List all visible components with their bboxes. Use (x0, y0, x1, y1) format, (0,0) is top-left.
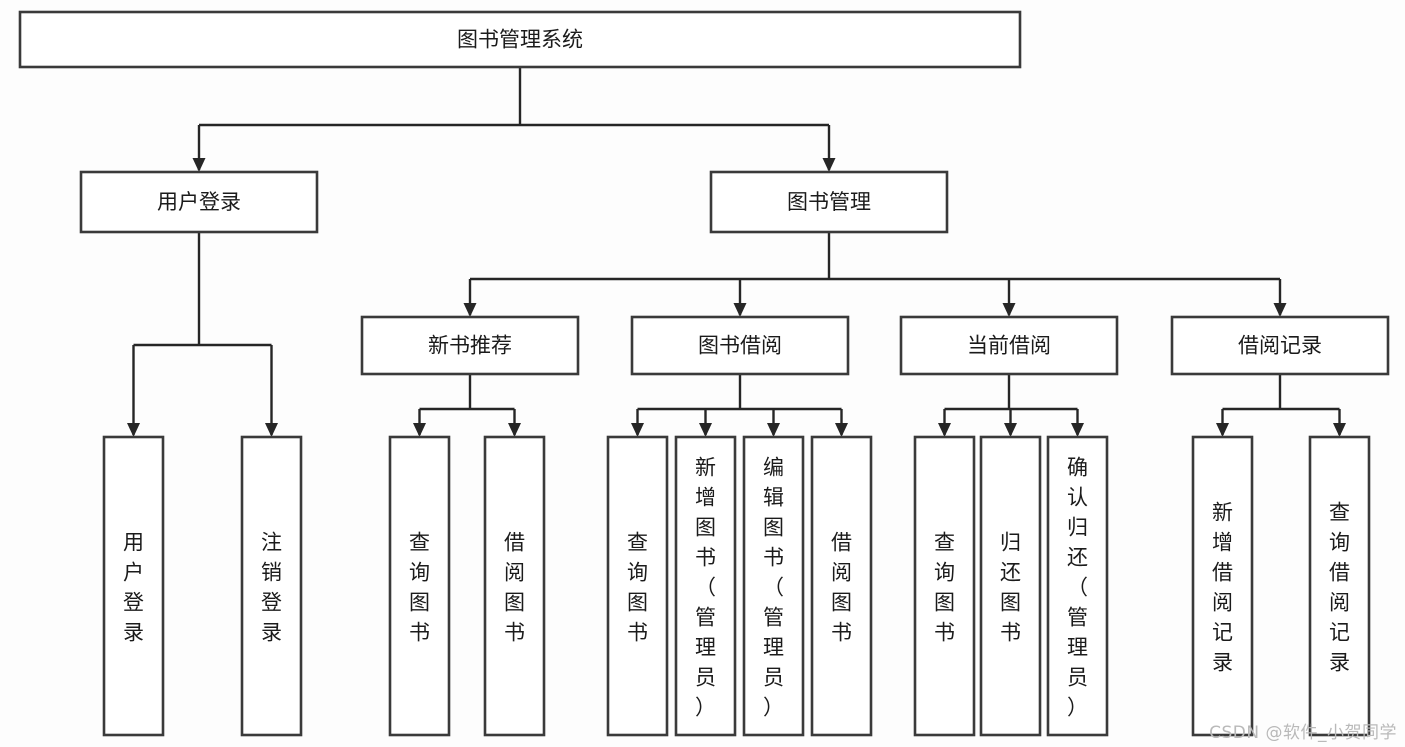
connector-layer (127, 67, 1346, 437)
arrow-head-icon (631, 423, 644, 437)
arrow-head-icon (1333, 423, 1346, 437)
node-box-root (18, 10, 1022, 69)
node-leaf-query-book-3[interactable]: 查询图书 (913, 435, 976, 737)
node-label-leaf-query-book-1: 查询图书 (409, 530, 430, 644)
node-layer: 图书管理系统用户登录图书管理新书推荐图书借阅当前借阅借阅记录用户登录注销登录查询… (18, 10, 1390, 737)
node-box-leaf-query-book-3 (913, 435, 976, 737)
edge-group-borrow (631, 374, 848, 437)
node-box-leaf-add-book (674, 435, 737, 737)
node-leaf-confirm-return[interactable]: 确认归还（管理员） (1046, 435, 1109, 737)
edge-group-login (127, 232, 278, 437)
arrow-head-icon (1002, 303, 1016, 317)
node-leaf-borrow-book-1[interactable]: 借阅图书 (483, 435, 546, 737)
node-leaf-borrow-book-2[interactable]: 借阅图书 (810, 435, 873, 737)
node-box-leaf-borrow-book-1 (483, 435, 546, 737)
node-box-leaf-edit-book (742, 435, 805, 737)
node-label-leaf-return-book: 归还图书 (1000, 530, 1021, 644)
node-leaf-query-record[interactable]: 查询借阅记录 (1308, 435, 1371, 737)
node-records[interactable]: 借阅记录 (1170, 315, 1390, 376)
arrow-head-icon (413, 423, 426, 437)
arrow-head-icon (463, 303, 477, 317)
node-bookmgmt[interactable]: 图书管理 (709, 170, 949, 234)
arrow-head-icon (265, 423, 278, 437)
node-label-current: 当前借阅 (967, 334, 1051, 358)
edge-group-records (1216, 374, 1346, 437)
node-box-leaf-query-book-1 (388, 435, 451, 737)
arrow-head-icon (822, 158, 836, 172)
node-leaf-query-book-2[interactable]: 查询图书 (606, 435, 669, 737)
node-box-newbook (360, 315, 580, 376)
arrow-head-icon (699, 423, 712, 437)
node-label-leaf-confirm-return: 确认归还（管理员） (1067, 455, 1088, 719)
node-label-leaf-borrow-book-1: 借阅图书 (504, 530, 525, 644)
edge-group-root (192, 67, 836, 172)
csdn-watermark: CSDN @软件_小贺同学 (1209, 723, 1397, 743)
node-newbook[interactable]: 新书推荐 (360, 315, 580, 376)
node-leaf-user-logout[interactable]: 注销登录 (240, 435, 303, 737)
node-root[interactable]: 图书管理系统 (18, 10, 1022, 69)
node-box-bookmgmt (709, 170, 949, 234)
node-current[interactable]: 当前借阅 (899, 315, 1119, 376)
node-label-newbook: 新书推荐 (428, 334, 512, 358)
arrow-head-icon (1004, 423, 1017, 437)
node-label-leaf-edit-book: 编辑图书（管理员） (763, 455, 784, 719)
node-box-leaf-add-record (1191, 435, 1254, 737)
arrow-head-icon (767, 423, 780, 437)
node-label-login: 用户登录 (157, 190, 241, 214)
node-label-records: 借阅记录 (1238, 334, 1322, 358)
node-label-leaf-user-logout: 注销登录 (261, 530, 282, 644)
node-box-leaf-confirm-return (1046, 435, 1109, 737)
node-label-leaf-add-book: 新增图书（管理员） (695, 455, 716, 719)
edge-group-current (938, 374, 1084, 437)
node-label-root: 图书管理系统 (457, 28, 583, 52)
arrow-head-icon (733, 303, 747, 317)
node-leaf-add-book[interactable]: 新增图书（管理员） (674, 435, 737, 737)
node-label-borrow: 图书借阅 (698, 334, 782, 358)
node-label-leaf-add-record: 新增借阅记录 (1212, 500, 1233, 674)
node-borrow[interactable]: 图书借阅 (630, 315, 850, 376)
arrow-head-icon (1071, 423, 1084, 437)
arrow-head-icon (938, 423, 951, 437)
node-label-leaf-query-record: 查询借阅记录 (1329, 500, 1350, 674)
node-leaf-add-record[interactable]: 新增借阅记录 (1191, 435, 1254, 737)
arrow-head-icon (1216, 423, 1229, 437)
node-box-records (1170, 315, 1390, 376)
node-leaf-edit-book[interactable]: 编辑图书（管理员） (742, 435, 805, 737)
node-label-leaf-query-book-3: 查询图书 (934, 530, 955, 644)
node-login[interactable]: 用户登录 (79, 170, 319, 234)
arrow-head-icon (508, 423, 521, 437)
node-leaf-return-book[interactable]: 归还图书 (979, 435, 1042, 737)
node-box-leaf-user-login (102, 435, 165, 737)
node-label-bookmgmt: 图书管理 (787, 190, 871, 214)
arrow-head-icon (1273, 303, 1287, 317)
node-box-leaf-query-record (1308, 435, 1371, 737)
arrow-head-icon (127, 423, 140, 437)
node-box-leaf-query-book-2 (606, 435, 669, 737)
node-box-borrow (630, 315, 850, 376)
arrow-head-icon (835, 423, 848, 437)
node-label-leaf-user-login: 用户登录 (123, 530, 144, 644)
node-box-login (79, 170, 319, 234)
node-box-leaf-return-book (979, 435, 1042, 737)
node-box-leaf-user-logout (240, 435, 303, 737)
edge-group-newbook (413, 374, 521, 437)
edge-group-bookmgmt (463, 232, 1287, 317)
arrow-head-icon (192, 158, 206, 172)
node-leaf-query-book-1[interactable]: 查询图书 (388, 435, 451, 737)
node-leaf-user-login[interactable]: 用户登录 (102, 435, 165, 737)
node-box-leaf-borrow-book-2 (810, 435, 873, 737)
node-box-current (899, 315, 1119, 376)
node-label-leaf-query-book-2: 查询图书 (627, 530, 648, 644)
node-label-leaf-borrow-book-2: 借阅图书 (831, 530, 852, 644)
